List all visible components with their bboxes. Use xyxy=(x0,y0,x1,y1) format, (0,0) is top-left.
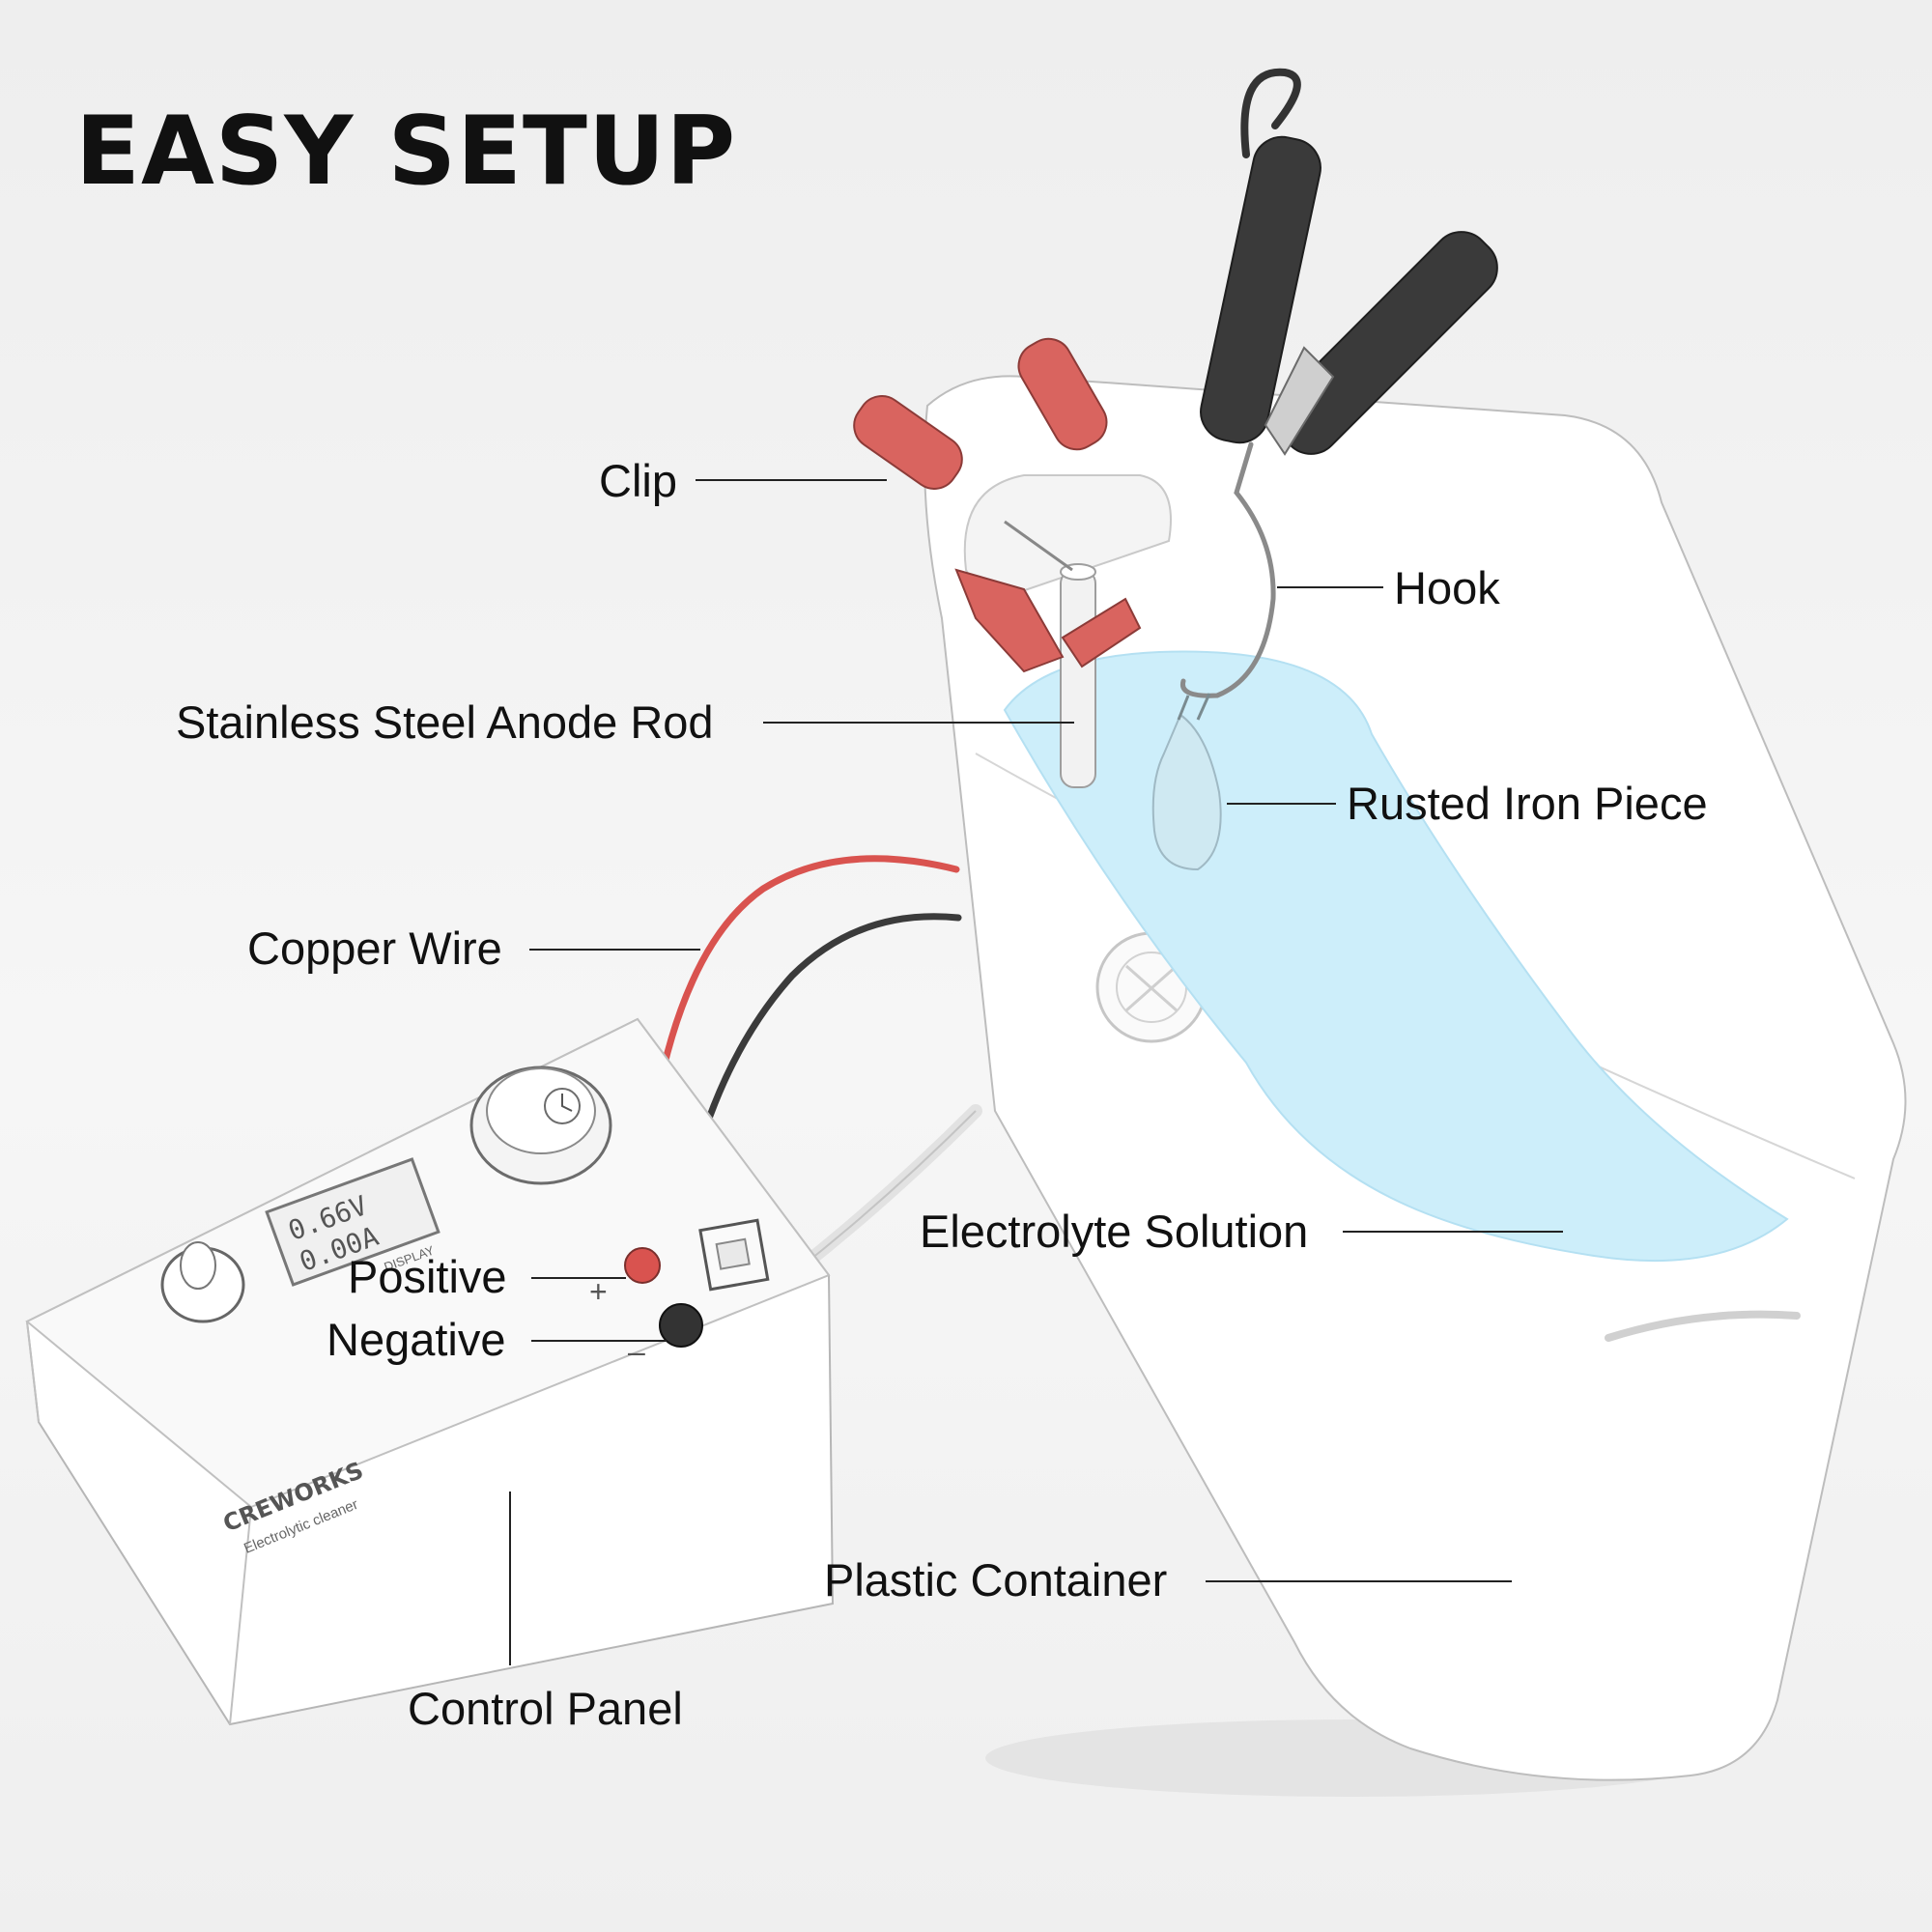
label-clip: Clip xyxy=(599,455,677,506)
label-negative: Negative xyxy=(327,1314,506,1365)
positive-terminal[interactable] xyxy=(624,1247,661,1284)
adjust-knob[interactable] xyxy=(469,1065,612,1185)
negative-terminal[interactable] xyxy=(659,1303,703,1348)
label-control-panel: Control Panel xyxy=(408,1683,683,1734)
small-knob[interactable] xyxy=(160,1241,245,1323)
rusted-iron-piece xyxy=(1151,713,1222,871)
page-title: EASY SETUP xyxy=(75,97,737,207)
power-switch[interactable] xyxy=(698,1218,770,1292)
label-rusted-iron: Rusted Iron Piece xyxy=(1347,778,1708,829)
leader-lines xyxy=(509,479,1563,1665)
hook xyxy=(1179,441,1276,698)
label-positive: Positive xyxy=(348,1251,507,1302)
control-panel-device: 0.66V 0.00A DISPLAY + – CREWORKS Elec xyxy=(25,1017,835,1726)
label-anode-rod: Stainless Steel Anode Rod xyxy=(176,696,714,748)
red-clip xyxy=(853,337,1142,673)
plus-sign: + xyxy=(589,1274,608,1309)
minus-sign: – xyxy=(628,1334,645,1369)
label-hook: Hook xyxy=(1394,562,1500,613)
label-copper-wire: Copper Wire xyxy=(247,923,502,974)
black-clip-cable xyxy=(1240,68,1301,158)
black-clip xyxy=(1200,135,1498,456)
label-plastic-container: Plastic Container xyxy=(824,1554,1168,1605)
label-electrolyte: Electrolyte Solution xyxy=(920,1206,1309,1257)
anode-rod xyxy=(1060,563,1096,788)
